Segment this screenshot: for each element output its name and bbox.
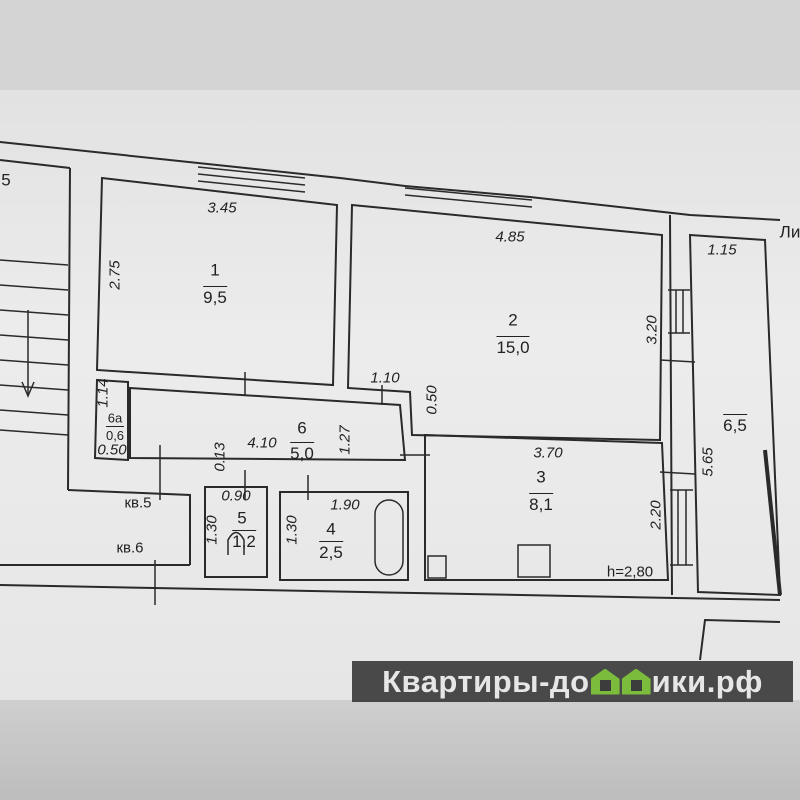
room-1	[95, 176, 339, 387]
room-5-area: 1,2	[232, 530, 256, 551]
bathtub	[374, 499, 404, 576]
room-3-area: 8,1	[529, 493, 553, 514]
wall	[699, 618, 781, 661]
dim-0-13: 0.13	[211, 442, 229, 472]
window-right-1	[668, 289, 690, 334]
dim-1-27: 1.27	[336, 425, 354, 455]
photo-bottom-shadow	[0, 700, 800, 800]
dim-3-20: 3.20	[643, 315, 661, 345]
room-2-number: 2	[508, 310, 518, 330]
outer-wall-top	[0, 141, 781, 221]
ceiling-height: h=2,80	[606, 563, 654, 581]
watermark: Квартиры-до ики.рф	[352, 661, 793, 702]
house-icon	[590, 668, 620, 695]
wall	[67, 167, 71, 491]
room-6a-area: 0,6	[105, 426, 125, 443]
staircase	[0, 259, 69, 436]
dim-4-10: 4.10	[247, 434, 277, 452]
room-3	[424, 433, 670, 581]
dim-1-90: 1.90	[330, 496, 360, 514]
neighbor-label-kv5: кв.5	[124, 494, 152, 512]
dim-3-70: 3.70	[533, 444, 563, 462]
room-6a	[93, 378, 129, 462]
dim-4-85: 4.85	[495, 228, 525, 246]
window-right-2	[670, 489, 693, 566]
neighbor-label-kv6: кв.6	[116, 539, 144, 557]
room-4	[279, 491, 409, 581]
watermark-text-start: Квартиры-до	[382, 663, 590, 699]
room-right-area: 6,5	[723, 414, 747, 435]
paper-background	[0, 90, 800, 710]
dim-3-45: 3.45	[207, 199, 237, 217]
dim-0-90: 0.90	[221, 487, 251, 505]
dim-2-75: 2.75	[106, 260, 124, 290]
dim-5-65: 5.65	[699, 447, 717, 477]
room-6-number: 6	[297, 418, 307, 438]
watermark-text-end: ики.рф	[651, 663, 763, 699]
wall	[0, 159, 71, 169]
wall	[669, 214, 673, 596]
dim-1-15: 1.15	[707, 241, 737, 259]
room-4-number: 4	[326, 519, 336, 539]
wall	[0, 584, 781, 601]
room-6a-number: 6а	[107, 410, 123, 426]
room-2-area: 15,0	[496, 336, 530, 357]
stove	[517, 544, 551, 578]
window-1	[197, 166, 306, 193]
room-1-number: 1	[210, 260, 220, 280]
dim-1-10: 1.10	[370, 369, 400, 387]
door-marks	[154, 359, 696, 605]
room-5	[204, 486, 268, 578]
dim-0-50: 0.50	[423, 385, 441, 415]
house-icon	[621, 668, 651, 695]
room-3-number: 3	[536, 467, 546, 487]
dim-1-14: 1.14	[94, 378, 112, 408]
toilet	[227, 531, 245, 555]
edge-label-right: Ли	[779, 222, 800, 242]
room-6-area: 5,0	[290, 442, 314, 463]
edge-label-left: 5	[1, 170, 11, 190]
room-6	[129, 386, 407, 462]
room-5-number: 5	[237, 508, 247, 528]
dim-2-20: 2.20	[647, 500, 665, 530]
wall	[67, 489, 191, 565]
room-2	[346, 203, 664, 442]
dim-1-30: 1.30	[203, 515, 221, 545]
sink	[427, 555, 447, 579]
dim-1-30-b: 1.30	[283, 515, 301, 545]
dim-0-50-b: 0.50	[97, 441, 127, 459]
room-4-area: 2,5	[319, 541, 343, 562]
room-1-area: 9,5	[203, 286, 227, 307]
window-2	[404, 187, 533, 208]
